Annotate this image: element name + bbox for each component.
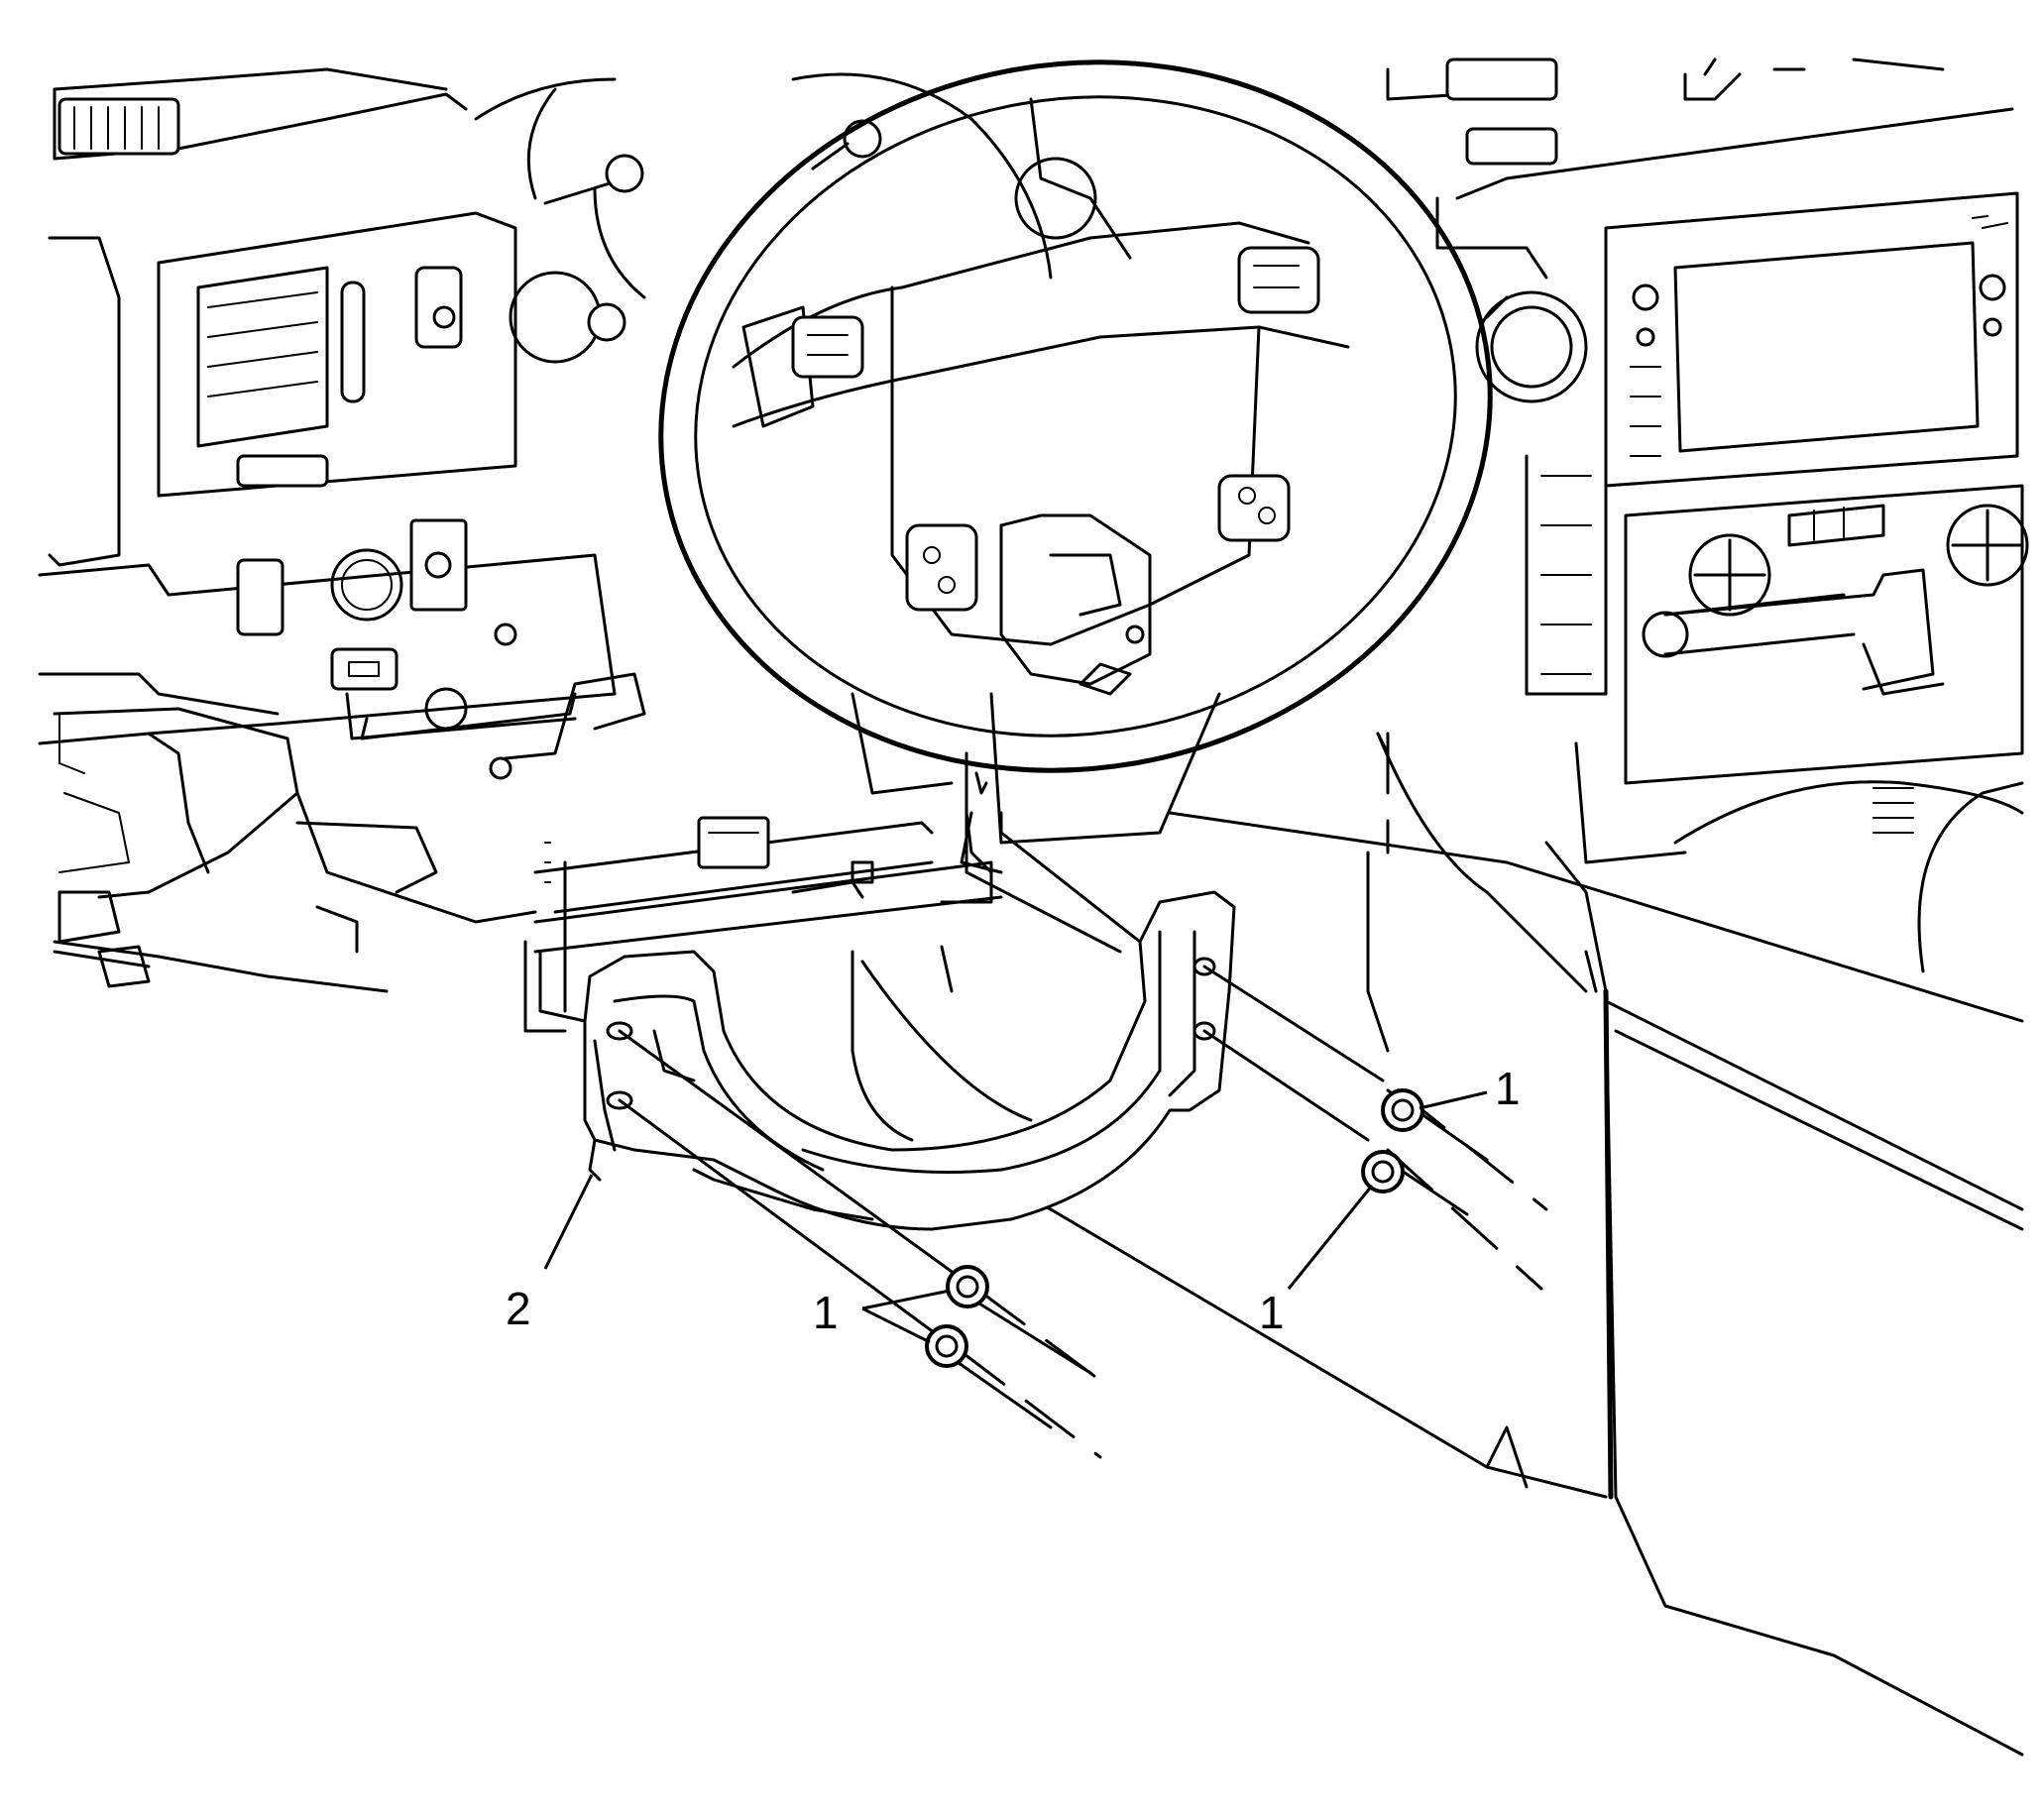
gauge-cluster bbox=[474, 72, 1132, 364]
callout-label-bracket: 2 bbox=[506, 1283, 531, 1334]
callout-label-nut-lower-right: 1 bbox=[1259, 1287, 1285, 1338]
steering-wheel bbox=[658, 59, 1493, 874]
instrument-panel-left bbox=[38, 67, 646, 993]
console-trim-panel bbox=[860, 732, 2024, 1757]
callout-leaders bbox=[543, 1090, 1488, 1344]
lower-dash-rail bbox=[523, 771, 1003, 1033]
center-stack bbox=[1386, 57, 2029, 973]
nut-lower-right bbox=[1361, 1150, 1405, 1194]
nut-lower-left-upper bbox=[946, 1265, 989, 1308]
nut-upper-right bbox=[1381, 1088, 1424, 1132]
callout-label-nut-lower-left: 1 bbox=[813, 1287, 839, 1338]
nut-lower-left-lower bbox=[925, 1324, 968, 1368]
steering-column-bracket bbox=[583, 890, 1236, 1231]
callout-label-nut-upper-right: 1 bbox=[1495, 1063, 1521, 1114]
